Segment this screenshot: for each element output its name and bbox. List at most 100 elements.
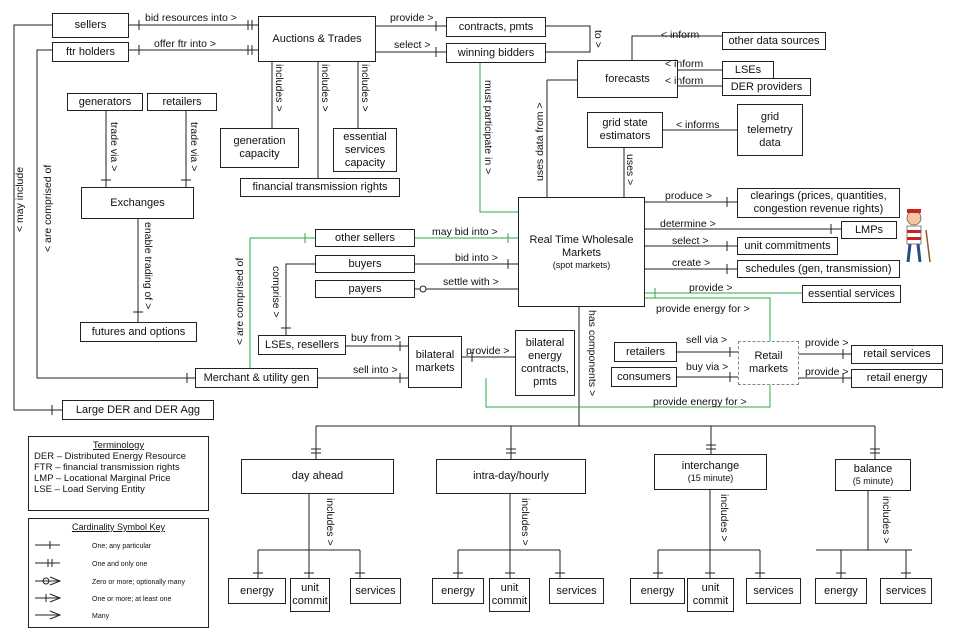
are-comprised-of-green-label: < are comprised of xyxy=(234,257,246,345)
cardinality-row: Zero or more; optionally many xyxy=(92,579,185,586)
retailers-top-box[interactable]: retailers xyxy=(147,93,217,111)
provide-retail-label-2: provide > xyxy=(805,366,849,378)
consumers-box[interactable]: consumers xyxy=(611,367,677,387)
balance-title: balance xyxy=(853,463,893,475)
sell-into-label: sell into > xyxy=(353,364,398,376)
essential-services-capacity-box[interactable]: essential services capacity xyxy=(333,128,397,172)
energy-box[interactable]: energy xyxy=(432,578,484,604)
retail-energy-box[interactable]: retail energy xyxy=(851,369,943,388)
balance-subtitle: (5 minute) xyxy=(852,476,894,486)
unit-commit-box[interactable]: unit commit xyxy=(489,578,530,612)
includes-label-4: includes > xyxy=(324,498,336,546)
may-bid-into-label: may bid into > xyxy=(432,226,498,238)
terminology-legend: Terminology DER – Distributed Energy Res… xyxy=(28,436,209,511)
retail-markets-box[interactable]: Retail markets xyxy=(738,341,799,385)
includes-label-6: includes > xyxy=(718,494,730,542)
services-box[interactable]: services xyxy=(746,578,801,604)
other-sellers-box[interactable]: other sellers xyxy=(315,229,415,247)
grid-state-estimators-box[interactable]: grid state estimators xyxy=(587,112,663,148)
der-providers-box[interactable]: DER providers xyxy=(722,78,811,96)
energy-box[interactable]: energy xyxy=(815,578,867,604)
lses-resellers-box[interactable]: LSEs, resellers xyxy=(258,335,346,355)
sell-via-label: sell via > xyxy=(686,334,728,346)
futures-options-box[interactable]: futures and options xyxy=(80,322,197,342)
winning-bidders-box[interactable]: winning bidders xyxy=(446,43,546,63)
retail-services-box[interactable]: retail services xyxy=(851,345,943,364)
uses-data-from-label: uses data from > xyxy=(534,102,546,182)
unit-commit-box[interactable]: unit commit xyxy=(687,578,734,612)
auctions-trades-box[interactable]: Auctions & Trades xyxy=(258,16,376,62)
clearings-box[interactable]: clearings (prices, quantities, congestio… xyxy=(737,188,900,218)
intraday-box[interactable]: intra-day/hourly xyxy=(436,459,586,494)
includes-label-5: includes > xyxy=(519,498,531,546)
settle-with-label: settle with > xyxy=(443,276,499,288)
must-participate-label: must participate in > xyxy=(482,80,494,175)
terminology-line: FTR – financial transmission rights xyxy=(34,462,180,473)
energy-box[interactable]: energy xyxy=(228,578,286,604)
interchange-title: interchange xyxy=(681,460,740,472)
energy-box[interactable]: energy xyxy=(630,578,685,604)
large-der-box[interactable]: Large DER and DER Agg xyxy=(62,400,214,420)
includes-label-3: includes > xyxy=(359,64,371,112)
ftr-rights-box[interactable]: financial transmission rights xyxy=(240,178,400,197)
ftr-holders-box[interactable]: ftr holders xyxy=(52,42,129,62)
buy-from-label: buy from > xyxy=(351,332,401,344)
rtm-subtitle: (spot markets) xyxy=(552,259,611,270)
sellers-box[interactable]: sellers xyxy=(52,13,129,38)
cardinality-row: One and only one xyxy=(92,561,148,568)
merchant-utility-gen-box[interactable]: Merchant & utility gen xyxy=(195,368,318,388)
provide-label: provide > xyxy=(390,12,434,24)
balance-box[interactable]: balance (5 minute) xyxy=(835,459,911,491)
buyers-box[interactable]: buyers xyxy=(315,255,415,273)
lses-box[interactable]: LSEs xyxy=(722,61,774,79)
rtm-title: Real Time Wholesale Markets xyxy=(529,233,634,259)
payers-box[interactable]: payers xyxy=(315,280,415,298)
may-include-label: < may include xyxy=(14,166,26,232)
retailers-mid-box[interactable]: retailers xyxy=(614,342,677,362)
select-label: select > xyxy=(394,39,431,51)
unit-commitments-box[interactable]: unit commitments xyxy=(737,237,838,255)
contracts-pmts-box[interactable]: contracts, pmts xyxy=(446,17,546,37)
services-box[interactable]: services xyxy=(549,578,604,604)
bid-resources-label: bid resources into > xyxy=(145,12,237,24)
inform-label-2: < inform xyxy=(665,58,704,70)
are-comprised-of-label: < are comprised of xyxy=(42,164,54,252)
interchange-box[interactable]: interchange (15 minute) xyxy=(654,454,767,490)
terminology-line: LSE – Load Serving Entity xyxy=(34,484,145,495)
cardinality-row: One or more; at least one xyxy=(92,596,172,603)
services-box[interactable]: services xyxy=(350,578,401,604)
terminology-line: DER – Distributed Energy Resource xyxy=(34,451,187,462)
bilateral-markets-box[interactable]: bilateral markets xyxy=(408,336,462,388)
uses-label: uses > xyxy=(624,154,636,186)
cardinality-row: Many xyxy=(92,613,110,620)
provide-bilateral-label: provide > xyxy=(466,345,510,357)
provide-retail-label-1: provide > xyxy=(805,337,849,349)
schedules-box[interactable]: schedules (gen, transmission) xyxy=(737,260,900,278)
unit-commit-box[interactable]: unit commit xyxy=(290,578,330,612)
generation-capacity-box[interactable]: generation capacity xyxy=(220,128,299,168)
exchanges-box[interactable]: Exchanges xyxy=(81,187,194,219)
enable-trading-label: enable trading of > xyxy=(142,222,154,310)
provide-es-label: provide > xyxy=(689,282,733,294)
other-data-sources-box[interactable]: other data sources xyxy=(722,32,826,50)
essential-services-box[interactable]: essential services xyxy=(802,285,901,303)
services-box[interactable]: services xyxy=(880,578,932,604)
grid-telemetry-box[interactable]: grid telemetry data xyxy=(737,104,803,156)
informs-label: < informs xyxy=(676,119,720,131)
lmps-box[interactable]: LMPs xyxy=(841,221,897,239)
day-ahead-box[interactable]: day ahead xyxy=(241,459,394,494)
generators-box[interactable]: generators xyxy=(67,93,143,111)
inform-label-1: < inform xyxy=(661,29,700,41)
cardinality-key-title: Cardinality Symbol Key xyxy=(71,522,166,532)
provide-energy-label-2: provide energy for > xyxy=(653,396,747,408)
bid-into-label: bid into > xyxy=(455,252,498,264)
includes-label-2: includes > xyxy=(319,64,331,112)
real-time-markets-box[interactable]: Real Time Wholesale Markets (spot market… xyxy=(518,197,645,307)
interchange-subtitle: (15 minute) xyxy=(687,473,734,483)
bilateral-contracts-box[interactable]: bilateral energy contracts, pmts xyxy=(515,330,575,396)
trade-via-label-2: trade via > xyxy=(188,122,200,172)
provide-energy-label-1: provide energy for > xyxy=(656,303,750,315)
inform-label-3: < inform xyxy=(665,75,704,87)
forecasts-box[interactable]: forecasts xyxy=(577,60,678,98)
